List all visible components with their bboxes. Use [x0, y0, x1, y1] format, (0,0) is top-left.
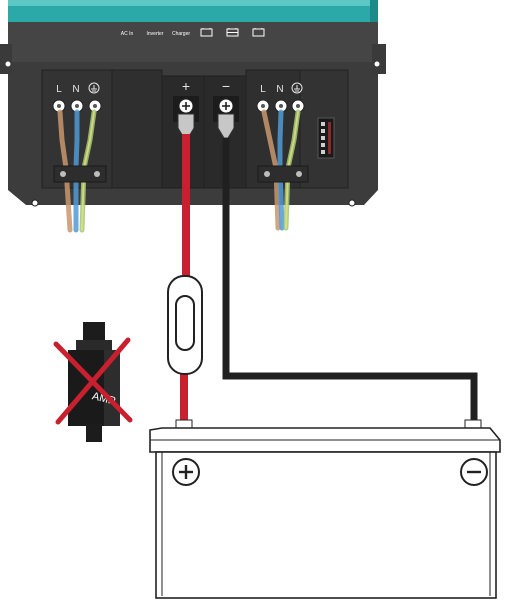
inverter-charger-unit: AC In Inverter Charger	[0, 0, 386, 233]
strain-relief-clamp	[257, 165, 309, 183]
battery-positive-symbol-icon	[172, 458, 200, 486]
dc-negative-terminal: −	[213, 78, 239, 139]
prohibited-amp-fuse: AMP	[53, 322, 133, 442]
strain-relief-clamp	[53, 165, 107, 183]
ground-symbol-icon	[291, 82, 303, 94]
prohibited-cross-icon	[53, 337, 133, 425]
battery-negative-symbol-icon	[460, 458, 488, 486]
battery-level-icon	[252, 28, 265, 37]
ac-input-wires	[57, 109, 97, 233]
dip-switch	[317, 117, 335, 159]
indicator-panel	[8, 22, 378, 44]
ac-output-wires	[261, 109, 301, 231]
battery-post-positive	[175, 419, 193, 429]
dc-positive-label: +	[182, 78, 190, 94]
inverter-label: Inverter	[147, 31, 164, 37]
negative-cable	[222, 138, 478, 420]
ac-output-terminal-block: L N	[256, 82, 305, 113]
positive-cable	[180, 134, 190, 424]
amp-label: AMP	[91, 390, 117, 407]
mounting-hole	[348, 199, 356, 207]
dc-negative-label: −	[222, 78, 230, 94]
terminal-label-line: L	[56, 84, 62, 95]
ac-in-label: AC In	[121, 31, 134, 37]
battery-post-negative	[464, 419, 482, 429]
ground-symbol-icon	[88, 82, 100, 94]
terminal-label-neutral: N	[276, 84, 283, 95]
mounting-hole	[31, 199, 39, 207]
inline-fuse	[167, 275, 203, 375]
battery	[149, 419, 501, 599]
terminal-label-line: L	[260, 84, 266, 95]
terminal-label-neutral: N	[72, 84, 79, 95]
battery-level-icon	[226, 28, 239, 37]
charger-label: Charger	[172, 31, 190, 37]
battery-level-icon	[200, 28, 213, 37]
